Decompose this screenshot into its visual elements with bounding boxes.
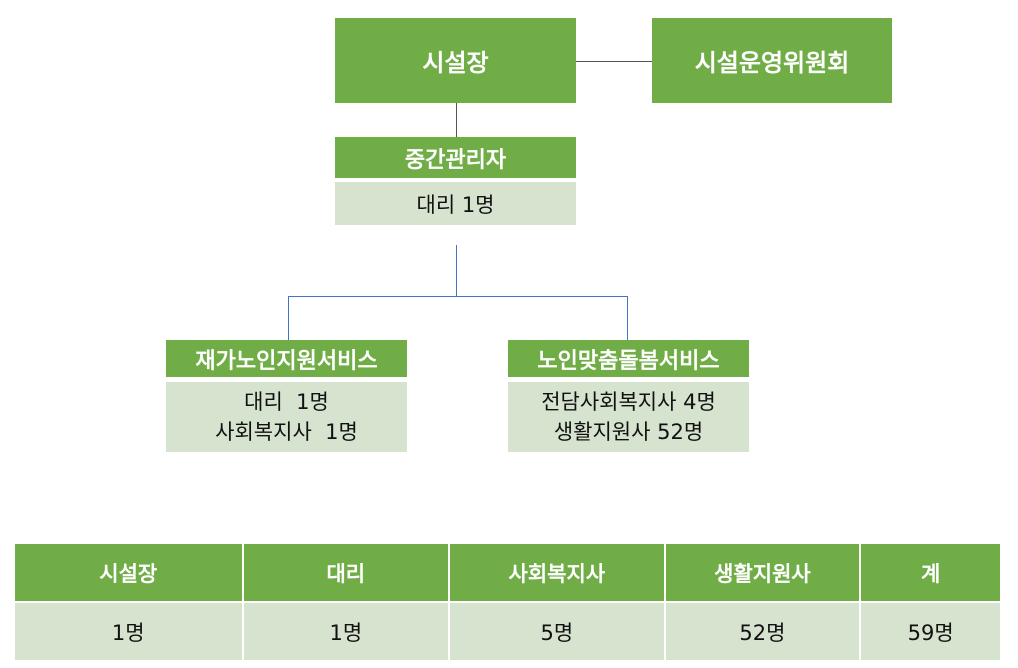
table-cell: 1명: [241, 601, 451, 662]
table-header-row: 시설장 대리 사회복지사 생활지원사 계: [13, 542, 1002, 603]
staff-line: 사회복지사 1명: [215, 420, 358, 444]
middle-manager-staff: 대리 1명: [335, 182, 576, 225]
committee-box: 시설운영위원회: [652, 18, 892, 103]
head-box: 시설장: [335, 18, 576, 103]
middle-manager-header: 중간관리자: [335, 137, 576, 178]
branch-header-home-care: 재가노인지원서비스: [166, 340, 407, 377]
table-header: 계: [859, 542, 1002, 603]
table-cell: 1명: [13, 601, 244, 662]
connector-line: [456, 103, 457, 137]
staff-summary-table: 시설장 대리 사회복지사 생활지원사 계 1명 1명 5명 52명 59명: [13, 542, 1002, 662]
connector-line: [288, 296, 289, 340]
table-header: 생활지원사: [663, 542, 862, 603]
staff-line: 전담사회복지사 4명: [541, 390, 716, 414]
branch-title: 재가노인지원서비스: [195, 348, 378, 374]
table-cell: 59명: [859, 601, 1002, 662]
connector-line: [456, 245, 457, 296]
connector-line: [576, 61, 652, 62]
table-header: 대리: [241, 542, 451, 603]
branch-header-custom-care: 노인맞춤돌봄서비스: [508, 340, 749, 377]
committee-title: 시설운영위원회: [694, 49, 850, 77]
connector-line: [288, 296, 627, 297]
table-row: 1명 1명 5명 52명 59명: [13, 601, 1002, 662]
head-title: 시설장: [422, 49, 489, 77]
table-header: 사회복지사: [448, 542, 666, 603]
branch-staff-home-care: 대리 1명 사회복지사 1명: [166, 382, 407, 452]
table-cell: 52명: [663, 601, 862, 662]
table-header: 시설장: [13, 542, 244, 603]
staff-line: 대리 1명: [244, 390, 329, 414]
staff-line: 생활지원사 52명: [553, 420, 704, 444]
connector-line: [627, 296, 628, 340]
table-cell: 5명: [448, 601, 666, 662]
branch-staff-custom-care: 전담사회복지사 4명 생활지원사 52명: [508, 382, 749, 452]
middle-manager-title: 중간관리자: [404, 147, 507, 173]
branch-title: 노인맞춤돌봄서비스: [537, 348, 720, 374]
staff-line: 대리 1명: [416, 192, 495, 217]
